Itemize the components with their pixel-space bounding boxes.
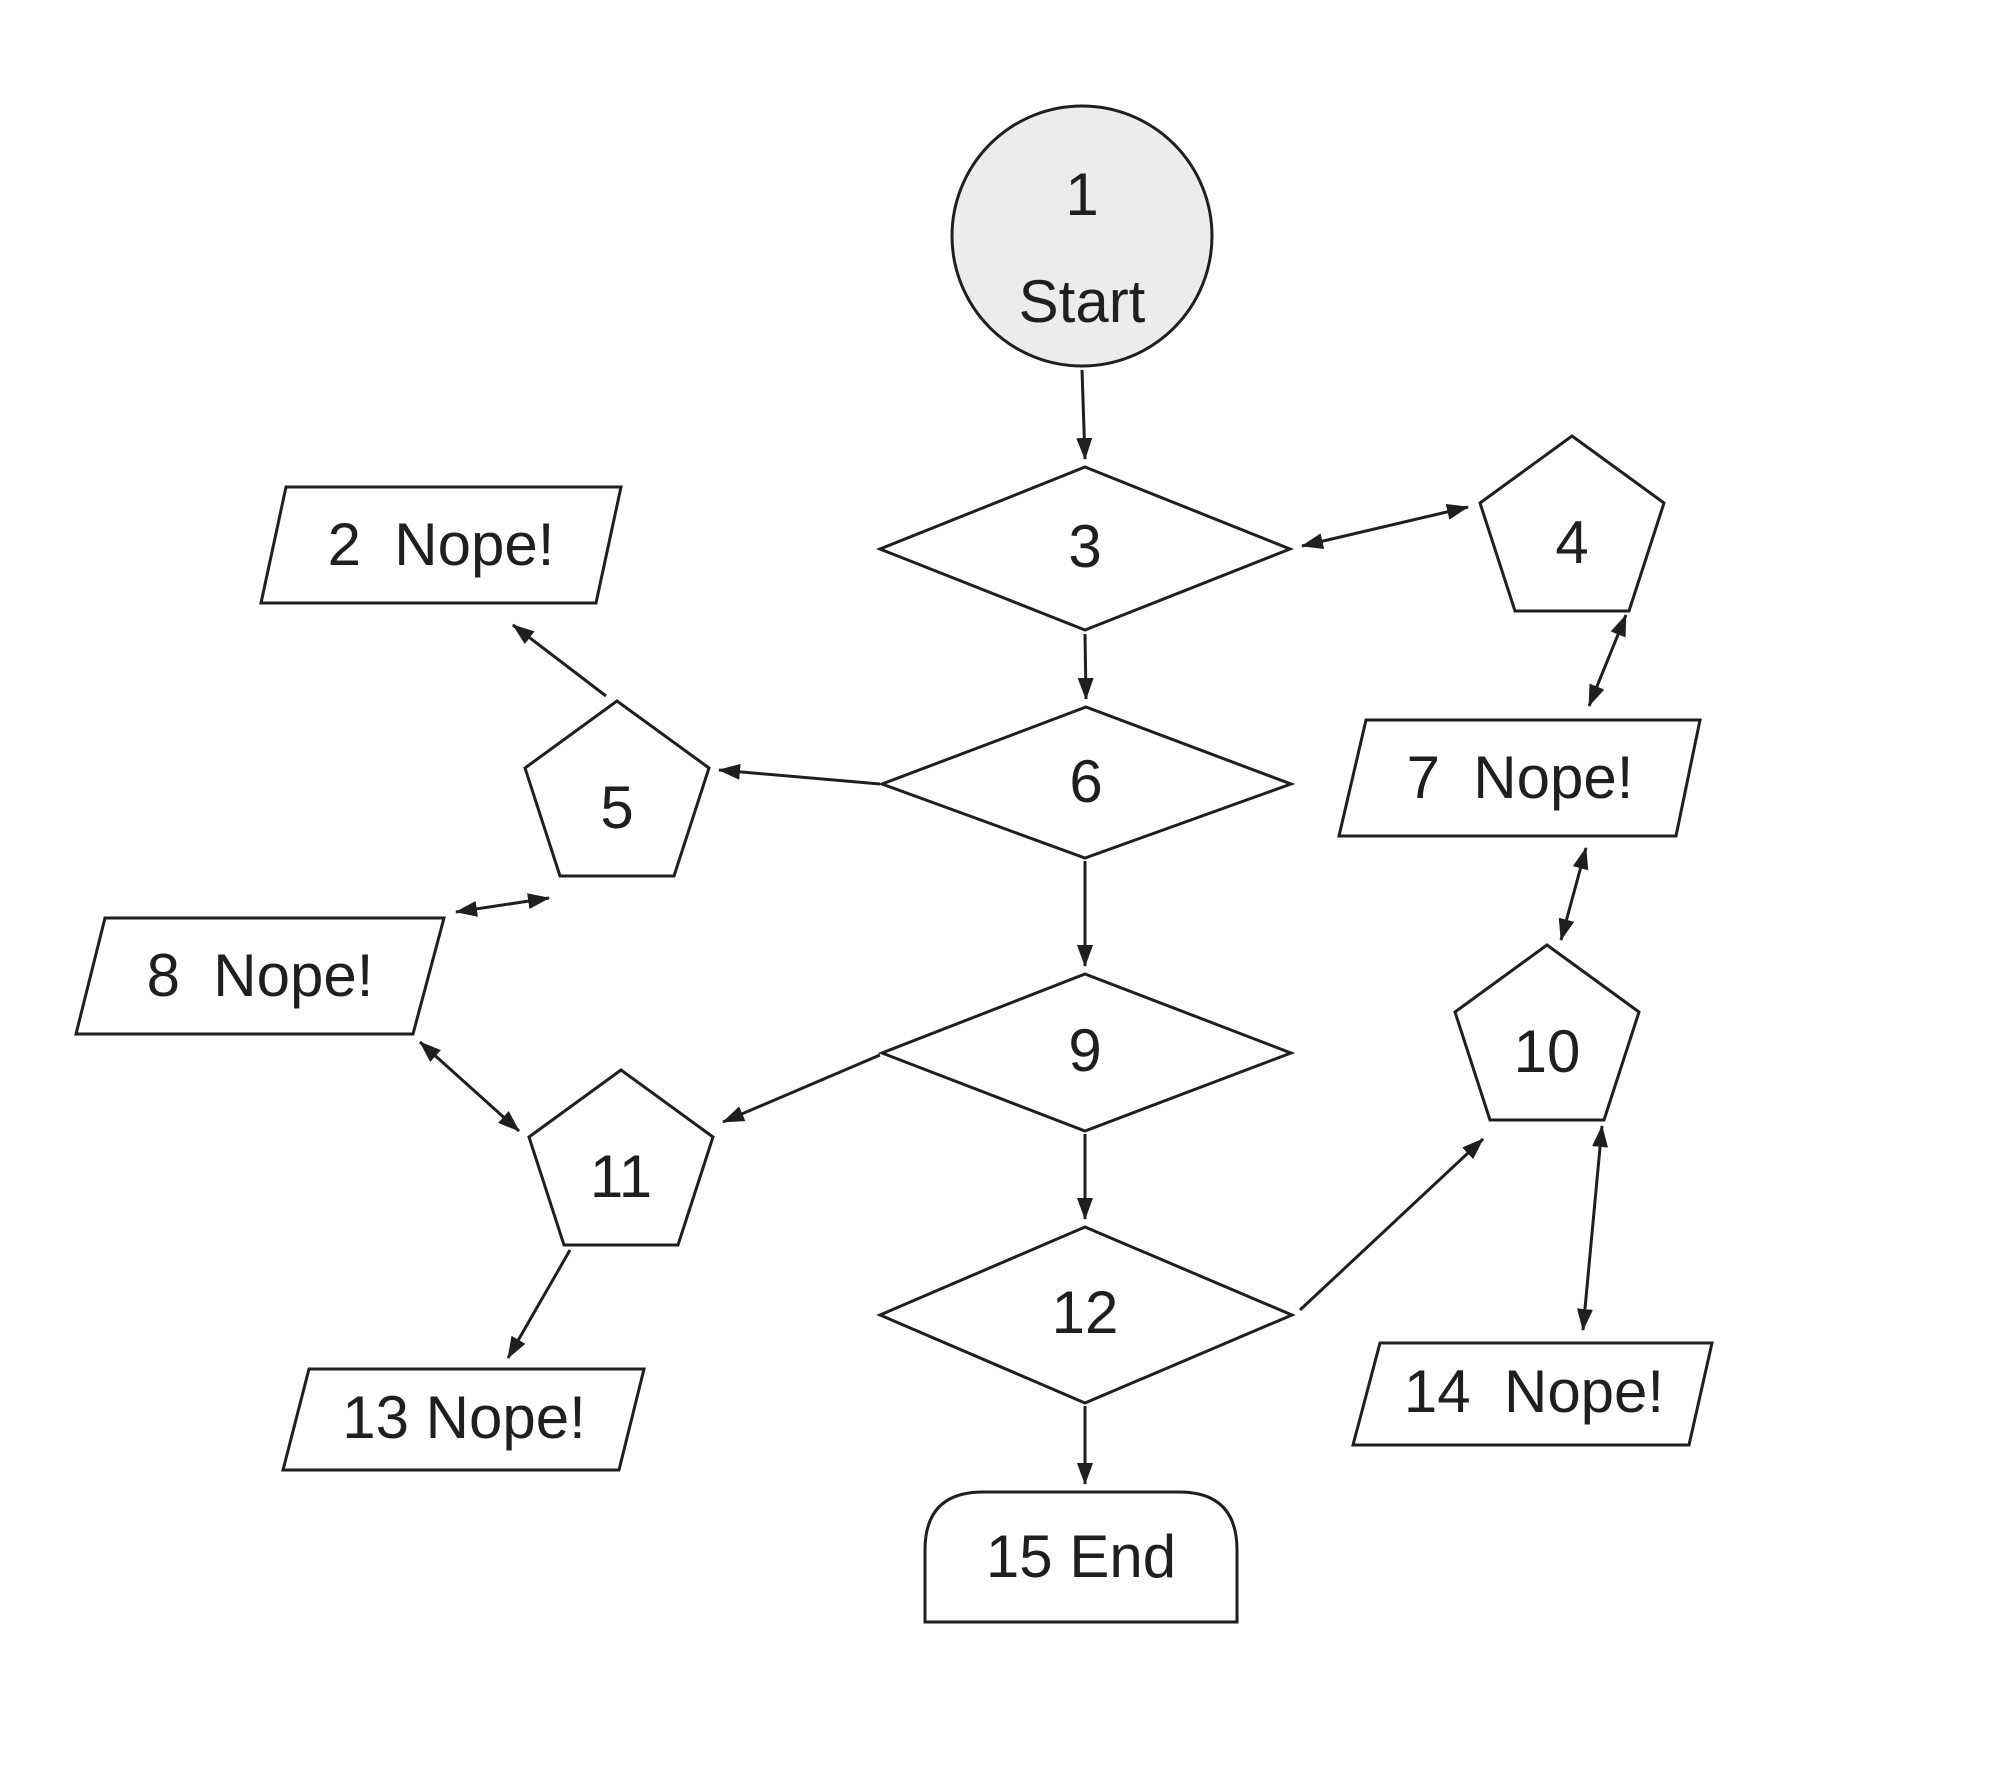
edge-10-to-14-bidirectional bbox=[1576, 1125, 1609, 1331]
node-4-pentagon: 4 bbox=[1478, 434, 1666, 613]
node-15-end: 15 End bbox=[923, 1490, 1239, 1624]
node-5-label: 5 bbox=[600, 774, 633, 841]
node-13-label: 13 Nope! bbox=[342, 1384, 586, 1451]
diamond-shape bbox=[875, 465, 1295, 632]
node-6-decision: 6 bbox=[877, 705, 1296, 860]
edge-4-to-7-bidirectional bbox=[1587, 614, 1628, 707]
edge-8-to-11-bidirectional bbox=[418, 1040, 521, 1133]
node-15-label: 15 End bbox=[986, 1523, 1176, 1590]
edge-5-to-8-bidirectional bbox=[455, 893, 550, 917]
node-3-label: 3 bbox=[1068, 513, 1101, 580]
edge-3-to-6 bbox=[1077, 633, 1094, 700]
node-12-label: 12 bbox=[1052, 1279, 1119, 1346]
parallelogram-shape bbox=[1337, 718, 1702, 838]
node-8-output: 8 Nope! bbox=[74, 916, 446, 1036]
start-circle-shape bbox=[950, 104, 1214, 368]
edges bbox=[418, 369, 1628, 1485]
node-11-label: 11 bbox=[590, 1143, 652, 1210]
edge-1-to-3 bbox=[1076, 369, 1093, 460]
node-8-label: 8 Nope! bbox=[147, 942, 374, 1009]
parallelogram-shape bbox=[1351, 1341, 1714, 1447]
diamond-shape bbox=[877, 972, 1296, 1133]
edge-5-to-2 bbox=[512, 623, 607, 698]
diamond-shape bbox=[877, 705, 1296, 860]
edge-12-to-10 bbox=[1298, 1137, 1485, 1312]
node-1-label: Start bbox=[1019, 268, 1146, 335]
parallelogram-shape bbox=[281, 1367, 646, 1472]
diamond-shape bbox=[876, 1225, 1296, 1405]
node-7-label: 7 Nope! bbox=[1407, 744, 1634, 811]
edge-9-to-11 bbox=[722, 1053, 881, 1124]
edge-3-to-4-bidirectional bbox=[1301, 504, 1469, 549]
node-1-start: 1 Start bbox=[950, 104, 1214, 368]
node-1-number: 1 bbox=[1065, 161, 1098, 228]
edge-11-to-13 bbox=[506, 1249, 572, 1359]
node-14-output: 14 Nope! bbox=[1351, 1341, 1714, 1447]
node-12-decision: 12 bbox=[876, 1225, 1296, 1405]
node-3-decision: 3 bbox=[875, 465, 1295, 632]
node-9-decision: 9 bbox=[877, 972, 1296, 1133]
node-2-label: 2 Nope! bbox=[328, 511, 555, 578]
pentagon-shape bbox=[1478, 434, 1666, 613]
node-10-pentagon: 10 bbox=[1453, 943, 1641, 1122]
pentagon-shape bbox=[1453, 943, 1641, 1122]
node-7-output: 7 Nope! bbox=[1337, 718, 1702, 838]
parallelogram-shape bbox=[74, 916, 446, 1036]
node-4-label: 4 bbox=[1555, 509, 1588, 576]
node-14-label: 14 Nope! bbox=[1404, 1358, 1664, 1425]
node-10-label: 10 bbox=[1514, 1018, 1581, 1085]
parallelogram-shape bbox=[259, 485, 623, 605]
node-13-output: 13 Nope! bbox=[281, 1367, 646, 1472]
pentagon-shape bbox=[523, 699, 711, 878]
pentagon-shape bbox=[527, 1068, 715, 1247]
node-11-pentagon: 11 bbox=[527, 1068, 715, 1247]
edge-7-to-10-bidirectional bbox=[1558, 847, 1589, 941]
node-6-label: 6 bbox=[1069, 748, 1102, 815]
edge-6-to-5 bbox=[718, 763, 881, 786]
node-2-output: 2 Nope! bbox=[259, 485, 623, 605]
end-terminator-shape bbox=[923, 1490, 1239, 1624]
node-9-label: 9 bbox=[1068, 1017, 1101, 1084]
node-5-pentagon: 5 bbox=[523, 699, 711, 878]
